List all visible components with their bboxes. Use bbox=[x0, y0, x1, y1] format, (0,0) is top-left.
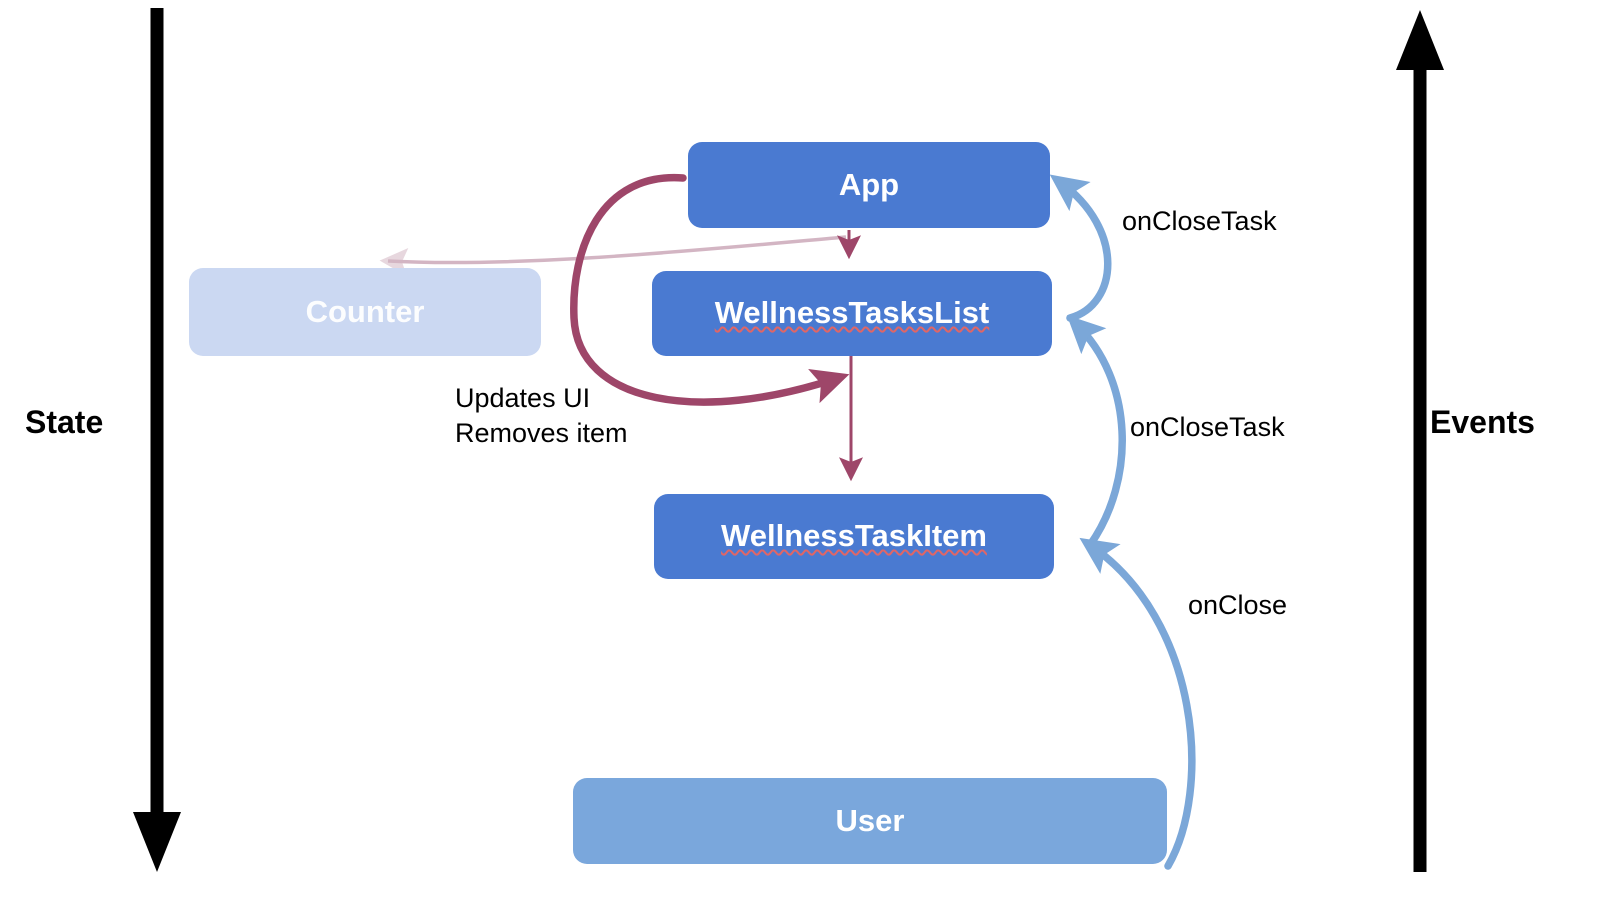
edge-app-to-counter bbox=[379, 235, 847, 277]
edge-item-to-list-oncloseTask bbox=[1066, 315, 1126, 549]
edge-label-updates-ui-line1: Updates UI bbox=[455, 383, 591, 413]
node-wellness-task-item[interactable]: WellnessTaskItem bbox=[654, 494, 1054, 579]
events-axis-arrow bbox=[1396, 10, 1444, 872]
edge-label-oncloseTask-list: onCloseTask bbox=[1130, 412, 1285, 442]
state-axis-label: State bbox=[25, 404, 104, 440]
node-user[interactable]: User bbox=[573, 778, 1167, 864]
node-user-label: User bbox=[835, 802, 905, 838]
edge-label-oncloseTask-app: onCloseTask bbox=[1122, 206, 1277, 236]
events-axis-label: Events bbox=[1430, 404, 1535, 440]
node-wellness-tasks-list-label: WellnessTasksList bbox=[714, 295, 990, 331]
node-counter[interactable]: Counter bbox=[189, 268, 541, 356]
node-app-label: App bbox=[838, 166, 900, 202]
node-wellness-tasks-list[interactable]: WellnessTasksList bbox=[652, 271, 1052, 356]
node-counter-label: Counter bbox=[305, 293, 425, 329]
edge-label-updates-ui: Updates UI Removes item bbox=[455, 381, 628, 451]
edge-list-to-app-oncloseTask bbox=[1049, 174, 1112, 322]
state-axis-arrow bbox=[133, 8, 181, 872]
edge-label-onclose-item: onClose bbox=[1188, 590, 1288, 620]
node-wellness-task-item-label: WellnessTaskItem bbox=[721, 518, 987, 554]
node-app[interactable]: App bbox=[688, 142, 1050, 228]
edge-label-updates-ui-line2: Removes item bbox=[455, 418, 628, 449]
